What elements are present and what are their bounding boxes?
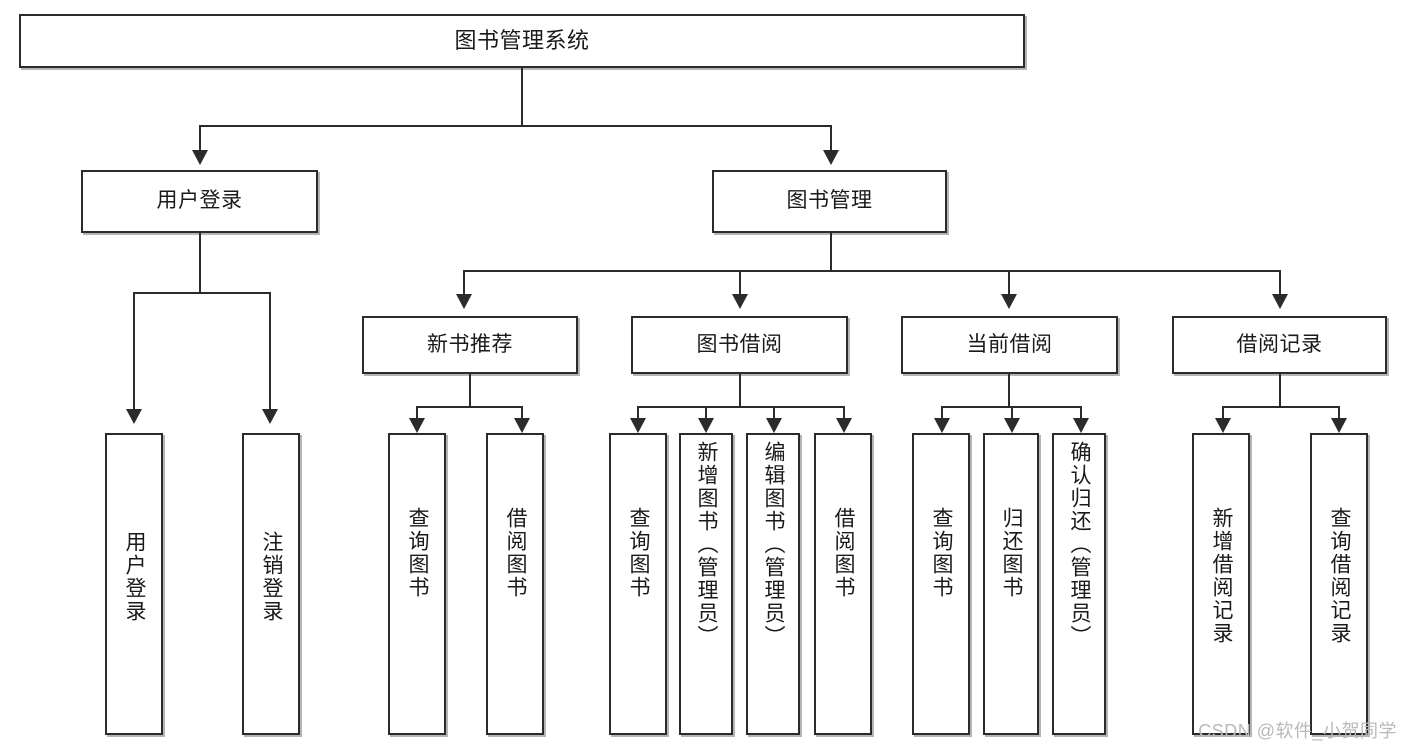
arrowhead-to-new-book-recommend (456, 294, 472, 309)
leaf-query-book-2[interactable]: 查询图书 (609, 433, 667, 735)
leaf-borrow-book-2[interactable]: 借阅图书 (814, 433, 872, 735)
connector-br-to-leaf1 (1222, 406, 1224, 420)
connector-bb-to-leaf4 (843, 406, 845, 420)
connector-cb-to-leaf2 (1011, 406, 1013, 420)
connector-cb-to-leaf3 (1080, 406, 1082, 420)
node-label: 用户登录 (123, 531, 147, 623)
leaf-edit-book[interactable]: 编辑图书（管理员） (746, 433, 800, 735)
connector-book-borrow-stem (739, 374, 741, 408)
arrowhead-to-current-borrow (1001, 294, 1017, 309)
node-label: 归还图书 (1000, 507, 1024, 599)
connector-user-login-to-leaf2 (269, 292, 271, 410)
leaf-confirm-return[interactable]: 确认归还（管理员） (1052, 433, 1106, 735)
node-borrow-record[interactable]: 借阅记录 (1172, 316, 1387, 374)
arrowhead-to-borrow-record (1272, 294, 1288, 309)
connector-book-borrow-bar (637, 406, 844, 408)
leaf-add-record[interactable]: 新增借阅记录 (1192, 433, 1250, 735)
arrowhead-to-book-management (823, 150, 839, 165)
leaf-user-login[interactable]: 用户登录 (105, 433, 163, 735)
connector-borrow-record-stem (1279, 374, 1281, 408)
arrowhead-to-leaf-query-record (1331, 418, 1347, 433)
connector-user-login-to-leaf1 (133, 292, 135, 410)
node-new-book-recommend[interactable]: 新书推荐 (362, 316, 578, 374)
connector-bm-to-borrow-record (1279, 270, 1281, 295)
arrowhead-to-leaf-query-book-3 (934, 418, 950, 433)
leaf-borrow-book-1[interactable]: 借阅图书 (486, 433, 544, 735)
arrowhead-to-user-login (192, 150, 208, 165)
leaf-return-book[interactable]: 归还图书 (983, 433, 1039, 735)
node-label: 借阅图书 (504, 507, 528, 599)
node-book-borrow[interactable]: 图书借阅 (631, 316, 848, 374)
connector-user-login-stem (199, 233, 201, 293)
leaf-query-record[interactable]: 查询借阅记录 (1310, 433, 1368, 735)
node-label: 查询借阅记录 (1328, 507, 1352, 645)
node-label: 查询图书 (627, 507, 651, 599)
connector-br-to-leaf2 (1338, 406, 1340, 420)
arrowhead-to-leaf-query-book-1 (409, 418, 425, 433)
connector-nb-to-leaf2 (521, 406, 523, 420)
connector-borrow-record-bar (1222, 406, 1339, 408)
node-label: 图书借阅 (696, 332, 783, 356)
connector-current-borrow-stem (1008, 374, 1010, 408)
leaf-query-book-3[interactable]: 查询图书 (912, 433, 970, 735)
node-label: 新增借阅记录 (1210, 507, 1234, 645)
leaf-query-book-1[interactable]: 查询图书 (388, 433, 446, 735)
node-root-system[interactable]: 图书管理系统 (19, 14, 1025, 68)
node-label: 图书管理系统 (454, 28, 590, 54)
arrowhead-to-book-borrow (732, 294, 748, 309)
connector-root-stem (521, 68, 523, 126)
node-label: 查询图书 (406, 507, 430, 599)
node-label: 新增图书（管理员） (695, 441, 719, 648)
connector-bb-to-leaf2 (705, 406, 707, 420)
connector-book-management-bar (463, 270, 1280, 272)
arrowhead-to-leaf-query-book-2 (630, 418, 646, 433)
arrowhead-to-leaf-confirm-return (1073, 418, 1089, 433)
connector-new-book-stem (469, 374, 471, 408)
connector-root-to-book-management (830, 125, 832, 151)
arrowhead-to-leaf-add-book (698, 418, 714, 433)
arrowhead-to-leaf-return-book (1004, 418, 1020, 433)
connector-bb-to-leaf3 (773, 406, 775, 420)
arrowhead-to-leaf-borrow-book-2 (836, 418, 852, 433)
node-label: 注销登录 (260, 531, 284, 623)
connector-bb-to-leaf1 (637, 406, 639, 420)
connector-book-management-stem (830, 233, 832, 271)
node-label: 确认归还（管理员） (1068, 441, 1092, 648)
node-label: 借阅记录 (1236, 332, 1323, 356)
connector-root-to-user-login (199, 125, 201, 151)
connector-new-book-bar (416, 406, 522, 408)
connector-bm-to-current-borrow (1008, 270, 1010, 295)
node-label: 当前借阅 (966, 332, 1053, 356)
connector-bm-to-new-book (463, 270, 465, 295)
connector-root-bar (199, 125, 831, 127)
arrowhead-to-leaf-user-login (126, 409, 142, 424)
connector-user-login-bar (133, 292, 270, 294)
arrowhead-to-leaf-edit-book (766, 418, 782, 433)
leaf-add-book[interactable]: 新增图书（管理员） (679, 433, 733, 735)
arrowhead-to-leaf-logout (262, 409, 278, 424)
node-current-borrow[interactable]: 当前借阅 (901, 316, 1118, 374)
node-label: 用户登录 (156, 189, 243, 213)
node-label: 新书推荐 (427, 332, 513, 356)
node-label: 查询图书 (930, 507, 954, 599)
node-label: 借阅图书 (832, 507, 856, 599)
leaf-logout[interactable]: 注销登录 (242, 433, 300, 735)
arrowhead-to-leaf-add-record (1215, 418, 1231, 433)
connector-cb-to-leaf1 (941, 406, 943, 420)
node-label: 编辑图书（管理员） (762, 441, 786, 648)
node-user-login[interactable]: 用户登录 (81, 170, 318, 233)
connector-nb-to-leaf1 (416, 406, 418, 420)
connector-bm-to-book-borrow (739, 270, 741, 295)
node-label: 图书管理 (786, 189, 873, 213)
node-book-management[interactable]: 图书管理 (712, 170, 947, 233)
arrowhead-to-leaf-borrow-book-1 (514, 418, 530, 433)
